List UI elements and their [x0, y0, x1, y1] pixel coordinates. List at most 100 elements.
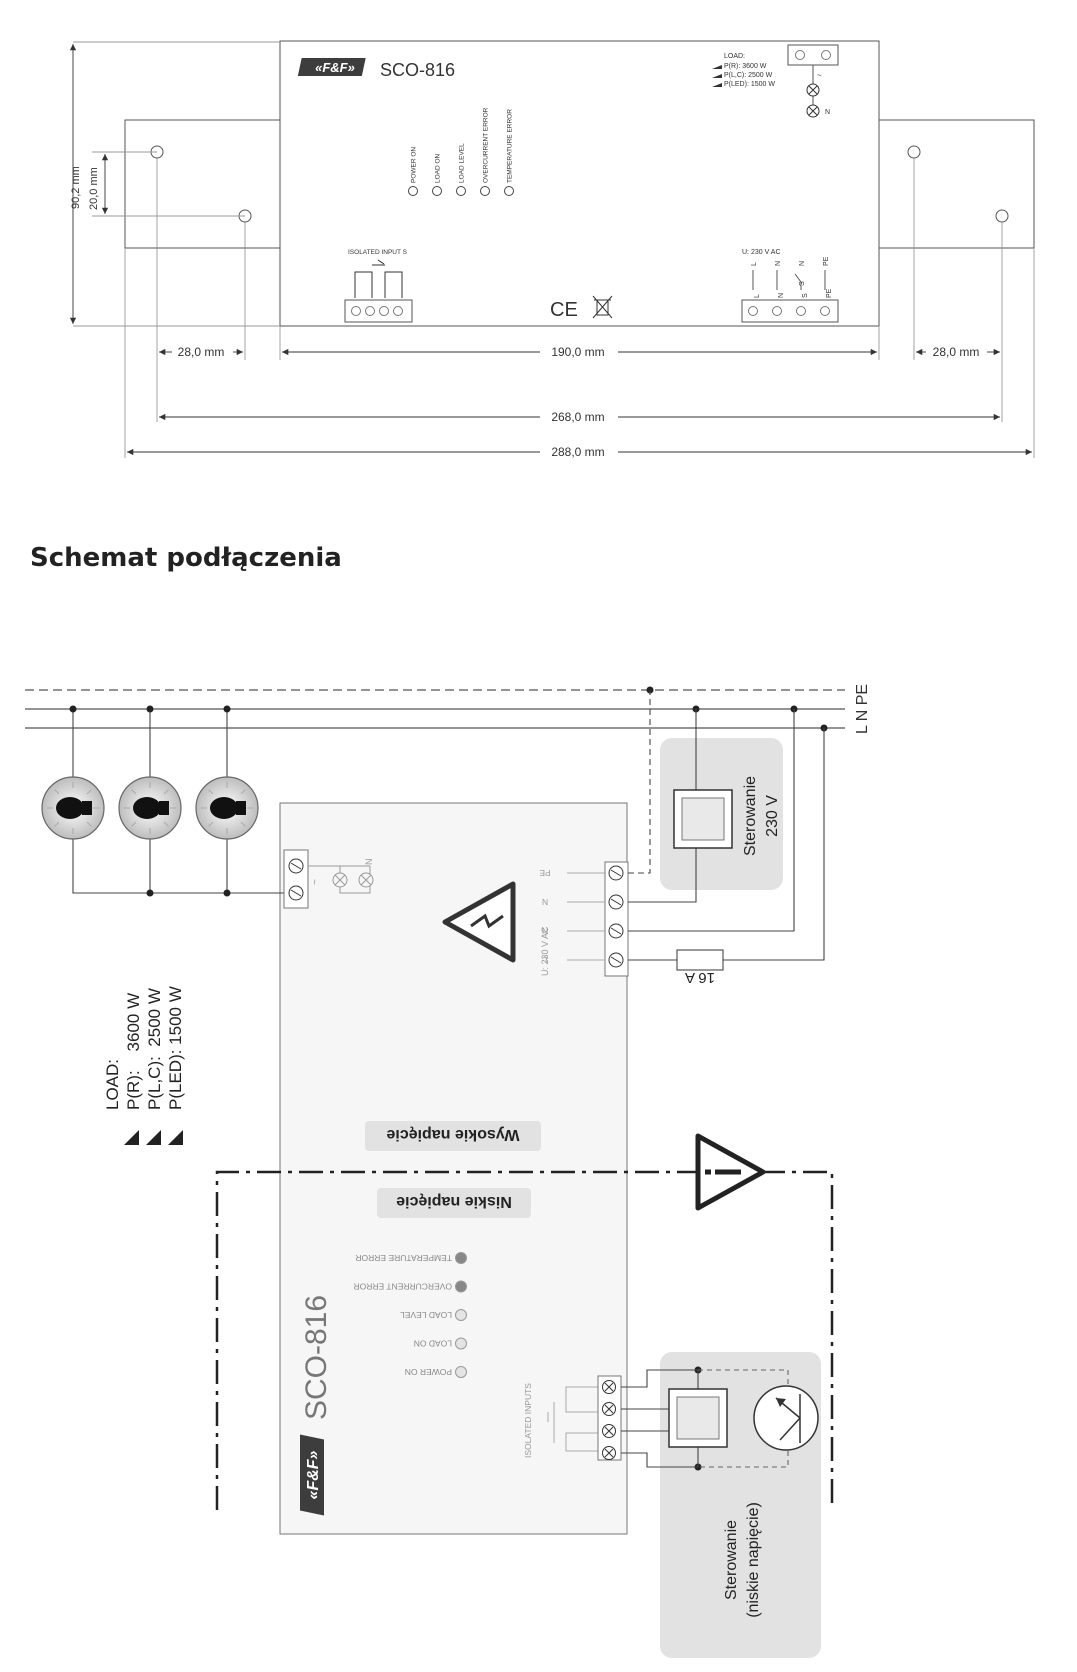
supply-voltage-label: U: 230 V AC [742, 249, 781, 256]
load-line: P(L,C): 2500 W [724, 72, 773, 79]
dim-overall: 288,0 mm [551, 445, 604, 459]
weee-bin-icon [592, 295, 613, 319]
isolated-terminal-screws [602, 1380, 616, 1460]
module-brand-text: «F&F» [305, 1450, 322, 1499]
dim-height: 90,2 mm [70, 166, 82, 209]
led-label: TEMPERATURE ERROR [507, 109, 514, 183]
led-indicator-icon [456, 186, 466, 196]
terminal-screw-icon [795, 50, 805, 60]
supply-terminal-letter: N [542, 926, 548, 936]
lamp-row [41, 776, 259, 840]
control-230-voltage: 230 V [764, 795, 781, 837]
load-neutral: N [825, 109, 830, 116]
mounting-tab-right [877, 119, 1035, 249]
lamp-wiring [72, 709, 302, 894]
led-label: TEMPERATURE ERROR [355, 1253, 452, 1263]
led-indicator-icon [504, 186, 514, 196]
led-label: LOAD LEVEL [459, 143, 466, 183]
supply-terminal-letter: L [751, 262, 758, 266]
supply-voltage-label: U: 230 V AC [540, 926, 550, 976]
dim-tab-right: 28,0 mm [933, 345, 980, 359]
load-out-tilde: ~ [310, 879, 321, 885]
load-info-block: LOAD: P(R): 3600 W P(L,C): 2500 W P(LED)… [712, 53, 775, 88]
dim-body-width: 190,0 mm [551, 345, 604, 359]
high-voltage-warning-icon [442, 881, 516, 963]
terminal-screw-icon [821, 50, 831, 60]
section-title: Schemat podłączenia [30, 543, 342, 573]
low-voltage-label: Niskie napięcie [396, 1193, 512, 1210]
dim-hole-to-hole: 268,0 mm [551, 410, 604, 424]
supply-terminal-screws [748, 306, 830, 316]
load-line: P(R): 3600 W [724, 63, 767, 70]
led-indicator-icon [455, 1309, 467, 1321]
led-label: LOAD ON [414, 1339, 452, 1349]
isolated-terminal-block [597, 1375, 622, 1461]
load-out-neutral: N [364, 859, 374, 866]
supply-terminal-letter: S [802, 293, 809, 298]
wiring-diagram: L N PE ~ N [25, 684, 871, 1658]
supply-terminal-letter: PE [539, 868, 551, 878]
supply-connections [628, 690, 825, 961]
led-label: POWER ON [405, 1367, 452, 1377]
isolated-terminal-screws [351, 306, 403, 316]
mounting-tab-left [124, 119, 282, 249]
light-bulb-icon [195, 776, 259, 840]
light-bulb-icon [118, 776, 182, 840]
load-spec: LOAD: P(R): 3600 W P(L,C): 2500 W P(LED)… [103, 986, 185, 1145]
lamp-cross [808, 85, 818, 95]
led-label: OVERCURRENT ERROR [483, 107, 490, 183]
led-indicator-icon [480, 186, 490, 196]
high-voltage-badge [365, 1121, 541, 1151]
supply-terminal-letters: PE N N L [539, 868, 551, 965]
load-marker-icon [146, 1130, 161, 1145]
supply-terminal-letter: N [542, 897, 548, 907]
supply-wiring [752, 270, 826, 290]
high-voltage-label: Wysokie napięcie [386, 1126, 519, 1143]
wall-switch-low-rocker [676, 1396, 720, 1440]
led-label: POWER ON [411, 147, 418, 183]
lamp-symbol-cross [334, 874, 372, 886]
device-body [279, 40, 880, 327]
led-label: LOAD LEVEL [400, 1310, 452, 1320]
load-out-terminal [283, 849, 309, 909]
led-indicator-icon [432, 186, 442, 196]
module-body [279, 802, 628, 1535]
led-label: LOAD ON [435, 153, 442, 183]
led-indicator-icon [455, 1337, 467, 1350]
load-marker-icon [712, 65, 722, 69]
supply-terminal-block [741, 299, 839, 323]
wall-switch-230-rocker [681, 797, 725, 841]
brand-logo-text: «F&F» [315, 60, 355, 75]
isolated-inputs-wiring [547, 1386, 598, 1452]
low-voltage-badge [377, 1188, 531, 1218]
dimension-lines [69, 41, 1035, 458]
caution-warning-icon [695, 1133, 766, 1211]
isolated-inputs-label: ISOLATED INPUTS [523, 1383, 533, 1458]
module-brand-logo: «F&F» [300, 1434, 324, 1516]
led-indicator-icon [455, 1366, 467, 1378]
load-line: P(LED): 1500 W [724, 81, 775, 88]
control-230-label: Sterowanie [742, 776, 759, 856]
led-label: OVERCURRENT ERROR [353, 1282, 452, 1292]
model-name: SCO-816 [380, 60, 455, 80]
load-marker-icon [168, 1130, 183, 1145]
separation-boundary [215, 1170, 834, 1510]
supply-terminal-letter: L [754, 294, 761, 298]
bus-labels: L N PE [854, 684, 871, 734]
led-indicator-icon [408, 186, 418, 196]
load-spec-line: P(L,C): 2500 W [145, 988, 164, 1110]
supply-terminal-block [604, 861, 629, 977]
timer-sensor-icon [753, 1385, 819, 1451]
load-marker-icon [124, 1130, 139, 1145]
isolated-terminal-block [344, 299, 413, 323]
module-model: SCO-816 [300, 1295, 333, 1420]
dimension-drawing: «F&F» SCO-816 POWER ON LOAD ON LOAD LEVEL O… [69, 40, 1035, 459]
supply-terminal-letter: PE [826, 288, 833, 298]
load-spec-line: P(R): 3600 W [124, 993, 143, 1110]
supply-terminal-letter: L [542, 955, 547, 965]
lamp-cross [808, 106, 818, 116]
led-indicator-icon [455, 1280, 467, 1293]
control-low-sublabel: (niskie napięcie) [745, 1502, 762, 1618]
